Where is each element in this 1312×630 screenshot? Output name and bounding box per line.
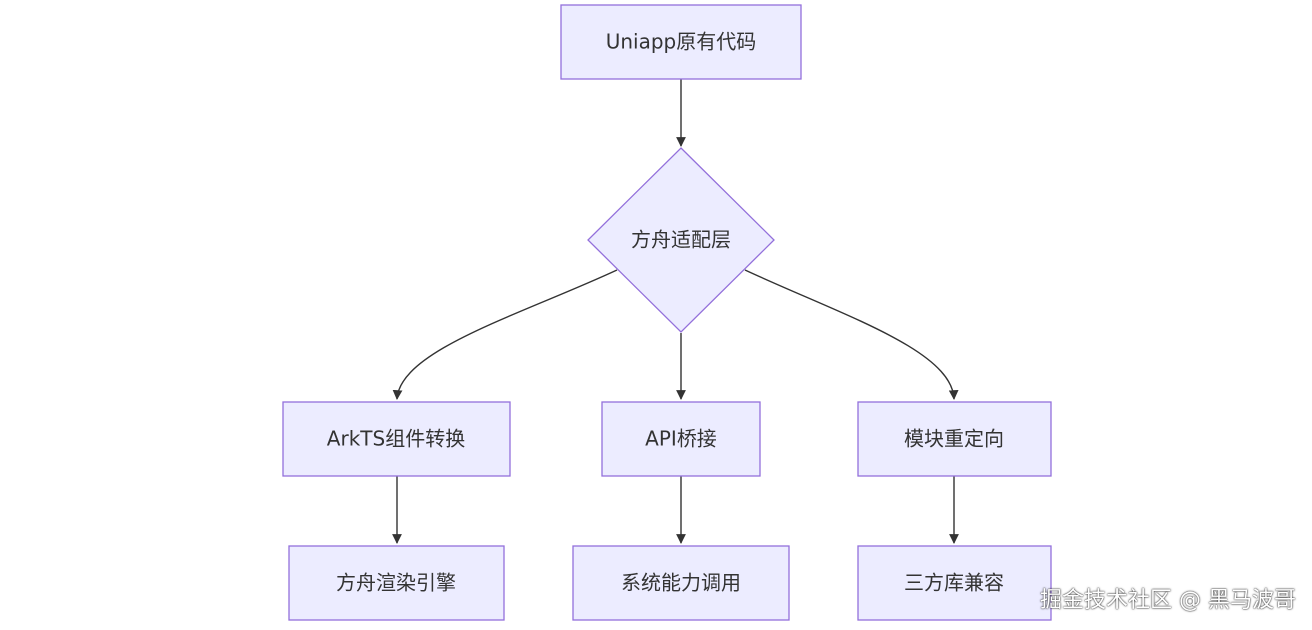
node-render: 方舟渲染引擎 [288, 545, 505, 621]
edge-adapter-to-module [744, 269, 959, 400]
node-thirdparty: 三方库兼容 [857, 545, 1052, 621]
node-module: 模块重定向 [857, 401, 1052, 477]
node-source: Uniapp原有代码 [560, 4, 802, 80]
watermark: 掘金技术社区 @ 黑马波哥 [1040, 588, 1296, 613]
node-adapter-label: 方舟适配层 [631, 228, 731, 252]
node-api: API桥接 [601, 401, 761, 477]
edge-adapter-to-arkts [392, 269, 618, 400]
node-adapter: 方舟适配层 [587, 147, 775, 333]
node-syscall: 系统能力调用 [572, 545, 790, 621]
node-arkts-label: ArkTS组件转换 [327, 427, 465, 451]
node-arkts: ArkTS组件转换 [282, 401, 511, 477]
node-module-label: 模块重定向 [904, 427, 1004, 451]
node-thirdparty-label: 三方库兼容 [904, 571, 1004, 595]
node-syscall-label: 系统能力调用 [621, 571, 741, 595]
node-api-label: API桥接 [645, 427, 717, 451]
node-render-label: 方舟渲染引擎 [336, 571, 456, 595]
node-source-label: Uniapp原有代码 [606, 30, 757, 54]
